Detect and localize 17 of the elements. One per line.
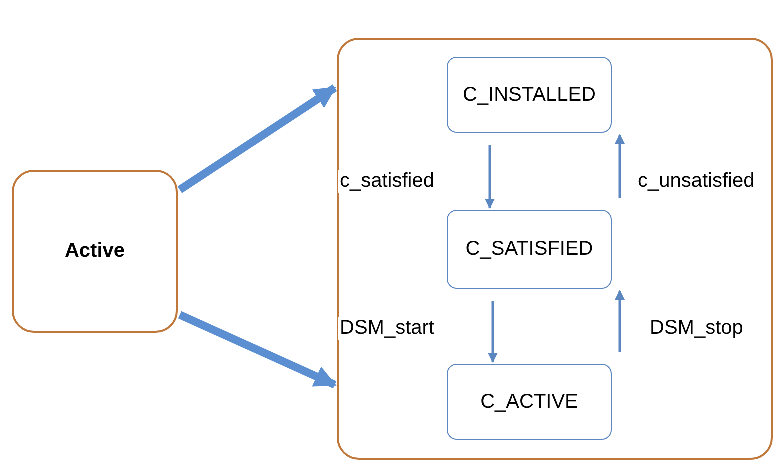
- edge-label: c_satisfied: [338, 170, 436, 193]
- state-box: [447, 364, 612, 440]
- state-box: [12, 170, 178, 333]
- state-name: C_INSTALLED: [462, 84, 596, 106]
- arrow: [485, 145, 495, 209]
- arrow: [488, 301, 498, 363]
- state-name: C_ACTIVE: [480, 390, 578, 414]
- state-box: [447, 210, 612, 289]
- arrow: [615, 134, 625, 198]
- state-name: C_SATISFIED: [466, 238, 594, 261]
- arrow: [178, 311, 337, 389]
- edge-label: DSM_start: [338, 317, 436, 340]
- state-box: [447, 57, 612, 133]
- arrow: [615, 290, 625, 352]
- arrow: [178, 84, 338, 194]
- container-box: [337, 38, 773, 460]
- state-name: Active: [64, 240, 126, 263]
